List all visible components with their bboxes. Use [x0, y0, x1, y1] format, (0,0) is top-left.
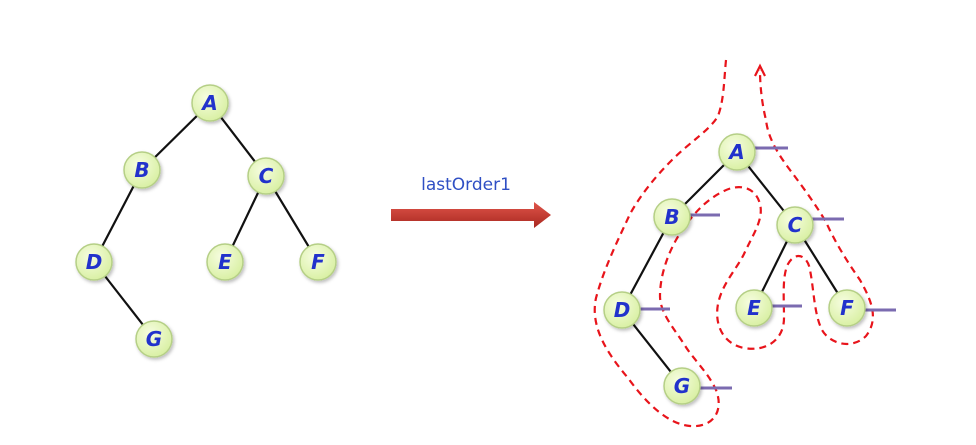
node-label: B — [134, 158, 149, 182]
traversal-path — [593, 59, 874, 428]
node-label: B — [664, 205, 679, 229]
right-node-a: A — [718, 133, 756, 171]
arrow-label: lastOrder1 — [421, 175, 511, 195]
left-node-d: D — [75, 243, 113, 281]
left-tree: A B C D E F G — [75, 84, 337, 358]
node-label: E — [747, 296, 761, 320]
node-label: F — [311, 250, 325, 274]
right-node-e: E — [735, 289, 773, 327]
node-label: G — [146, 327, 162, 351]
traversal-path-outer — [593, 59, 874, 428]
right-node-d: D — [603, 291, 641, 329]
right-node-f: F — [828, 289, 866, 327]
node-label: G — [674, 374, 690, 398]
node-label: E — [218, 250, 232, 274]
left-node-e: E — [206, 243, 244, 281]
node-label: C — [788, 213, 803, 237]
left-node-g: G — [135, 320, 173, 358]
right-node-c: C — [776, 206, 814, 244]
left-node-b: B — [123, 151, 161, 189]
node-label: C — [259, 164, 274, 188]
node-label: D — [614, 298, 631, 322]
node-label: A — [727, 140, 744, 164]
left-node-f: F — [299, 243, 337, 281]
right-node-g: G — [663, 367, 701, 405]
arrow-right-icon — [391, 202, 551, 228]
path-end-arrowhead-icon — [754, 63, 766, 77]
left-node-c: C — [247, 157, 285, 195]
transform-arrow: lastOrder1 — [391, 175, 551, 228]
node-label: F — [840, 296, 854, 320]
left-node-a: A — [191, 84, 229, 122]
node-label: D — [86, 250, 103, 274]
right-node-b: B — [653, 198, 691, 236]
node-label: A — [200, 91, 217, 115]
right-tree: A B C D E F G — [593, 59, 896, 428]
